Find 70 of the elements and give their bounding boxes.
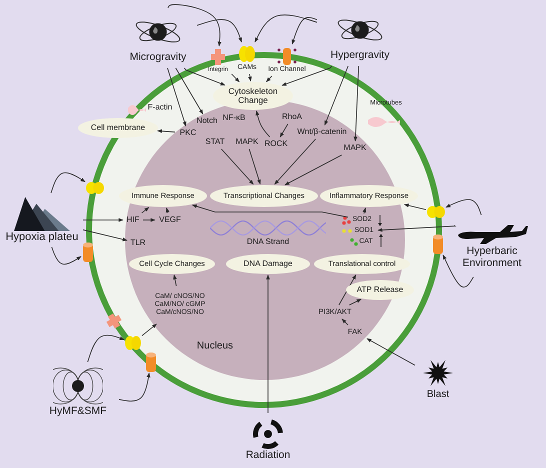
node-label: Blast — [426, 388, 450, 400]
arrow — [168, 4, 222, 46]
arrow — [82, 229, 128, 242]
arrow — [404, 204, 426, 210]
arrow — [184, 68, 226, 86]
arrow — [51, 246, 82, 265]
arrow — [274, 138, 316, 185]
node-label: Hyperbaric Environment — [462, 246, 522, 270]
arrow — [173, 274, 177, 286]
arrow — [248, 74, 252, 82]
molecule-label: PKC — [176, 127, 200, 139]
arrow — [87, 334, 124, 362]
arrow — [166, 208, 170, 214]
arrow — [157, 129, 176, 134]
arrow — [446, 199, 482, 216]
arrow — [220, 148, 254, 185]
arrow — [348, 298, 362, 306]
node-label: Microgravity — [130, 52, 186, 64]
molecule-label: MAPK — [232, 136, 262, 148]
ion-channel-icon — [82, 242, 94, 262]
node-label: Hypergravity — [330, 50, 390, 62]
ion-channel-icon — [145, 352, 157, 372]
arrow — [378, 225, 456, 232]
arrow — [192, 204, 348, 218]
molecule-label: RhoA — [278, 111, 306, 123]
arrow — [266, 76, 272, 82]
arrow — [141, 206, 150, 214]
process-ellipse: Cell membrane — [78, 118, 158, 138]
molecule-label: Notch — [192, 115, 222, 127]
ion-channel-icon — [432, 234, 444, 254]
arrow — [254, 14, 318, 42]
arrow — [50, 172, 86, 194]
arrow — [280, 124, 288, 138]
molecule-label: VEGF — [156, 214, 184, 226]
molecule-label: MAPK — [340, 142, 370, 154]
arrow — [354, 66, 360, 142]
arrow — [231, 74, 240, 82]
node-label: Radiation — [246, 450, 290, 462]
membrane-protein-icon — [125, 336, 141, 350]
arrow — [324, 66, 349, 126]
arrow — [82, 218, 124, 222]
arrow — [256, 110, 270, 138]
arrow — [266, 274, 270, 414]
arrow — [196, 19, 242, 42]
node-label: HyMF&SMF — [49, 406, 107, 418]
arrow — [366, 338, 416, 366]
arrow — [342, 318, 348, 326]
arrow — [167, 68, 186, 126]
molecule-label: HIF — [124, 214, 142, 226]
arrow — [142, 324, 157, 336]
node-label: Hypoxia plateu — [6, 230, 78, 244]
membrane-protein-icon — [86, 182, 104, 194]
molecule-label: NF-κB — [219, 112, 249, 124]
arrow — [442, 254, 474, 288]
arrow — [284, 154, 342, 186]
region-label: Nucleus — [196, 340, 234, 352]
structure-label: F-actin — [148, 102, 172, 112]
molecule-label: STAT — [201, 136, 229, 148]
molecule-label: Wnt/β-catenin — [289, 126, 355, 138]
arrow — [362, 208, 366, 214]
molecule-label: TLR — [128, 237, 148, 249]
membrane-protein-icon — [427, 206, 445, 218]
arrow — [282, 66, 332, 86]
arrow — [142, 218, 156, 222]
arrow — [292, 17, 318, 44]
arrow — [118, 372, 150, 402]
node-label: DNA Strand — [246, 238, 290, 246]
arrow — [175, 68, 204, 114]
molecule-label: ROCK — [262, 138, 290, 150]
arrow — [248, 148, 261, 184]
